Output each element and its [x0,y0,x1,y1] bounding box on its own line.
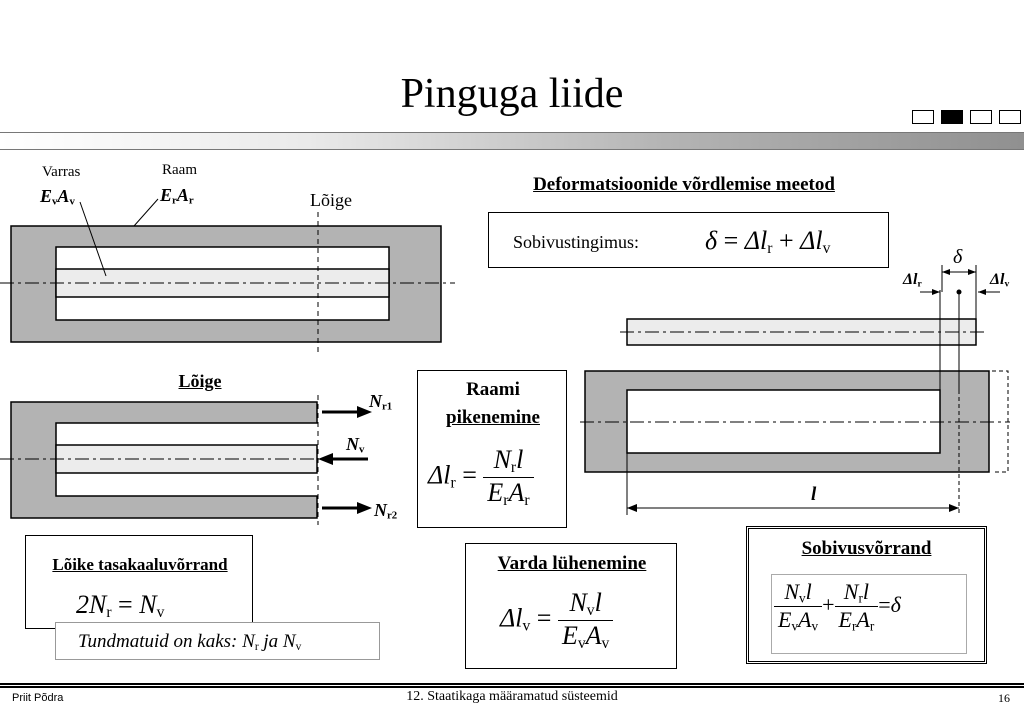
delta-label: δ [953,246,963,268]
nav-square-4[interactable] [999,110,1021,124]
header-bar [0,132,1024,150]
label-nv: Nv [346,434,365,456]
dlv-label: Δlv [990,271,1010,290]
nav-square-3[interactable] [970,110,992,124]
cut-heading: Lõige [178,371,222,391]
raam-stiffness: ErAr [160,185,194,207]
rod-shortening-heading: Varda lühenemine [497,553,647,574]
varras-leader [79,201,107,277]
nav-square-1[interactable] [912,110,934,124]
frame-elongation-heading1: Raami [466,379,520,400]
page-title: Pinguga liide [400,71,624,117]
footer-course: 12. Staatikaga määramatud süsteemid [406,689,618,704]
condition-equation: δ = Δlr + Δlv [705,226,831,257]
condition-box: Sobivustingimus: δ = Δlr + Δlv [488,212,889,268]
footer-line-2 [0,686,1024,688]
loige-label: Lõige [310,190,352,210]
unknowns-note: Tundmatuid on kaks: Nr ja Nv [55,622,380,660]
method-heading: Deformatsioonide võrdlemise meetod [533,174,835,195]
footer-author: Priit Põdra [12,692,64,704]
raam-label: Raam [162,162,197,178]
label-nr1: Nr1 [369,391,393,413]
cut-drawing [0,395,372,525]
arrow-nv [318,453,368,465]
dlr-label: Δlr [903,271,922,290]
length-label: l [811,484,817,505]
label-nr2: Nr2 [374,500,398,522]
gap-drawing [580,265,1010,515]
frame-elongation-heading2: pikenemine [446,407,540,428]
varras-stiffness: EvAv [40,186,75,208]
varras-label: Varras [42,164,81,180]
equilibrium-box: Lõike tasakaaluvõrrand 2Nr = Nv [25,535,253,629]
compatibility-heading: Sobivusvõrrand [801,538,932,559]
equilibrium-heading: Lõike tasakaaluvõrrand [52,555,228,574]
condition-label: Sobivustingimus: [513,232,640,252]
footer-page: 16 [998,691,1010,705]
arrow-nr2 [322,502,372,514]
equilibrium-equation: 2Nr = Nv [76,590,165,621]
footer-line-1 [0,683,1024,685]
raam-leader [133,198,159,227]
frame-rod-drawing [0,198,455,355]
nav-square-2[interactable] [941,110,963,124]
arrow-nr1 [322,406,372,418]
